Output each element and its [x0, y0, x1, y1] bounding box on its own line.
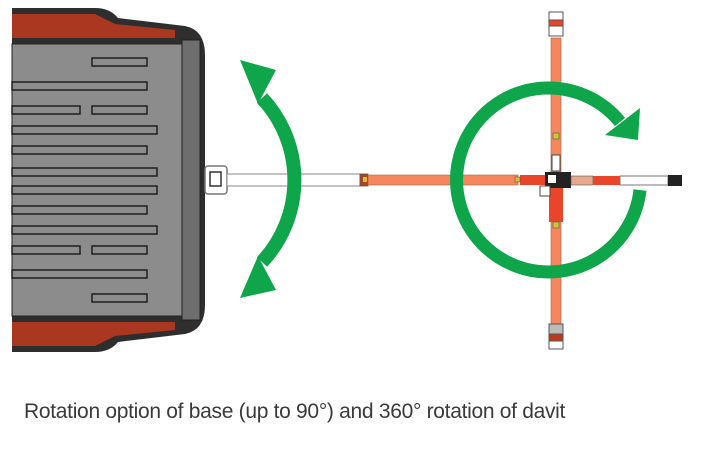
outrigger-foot-top — [548, 11, 564, 37]
tire-top — [12, 14, 175, 38]
davit-arm-tip — [619, 175, 669, 186]
davit-rotation-diagram — [11, 8, 682, 352]
base-boom — [226, 173, 519, 187]
davit-rotation-arrow-icon — [450, 81, 647, 279]
tire-bottom — [12, 322, 175, 346]
davit-assembly — [514, 11, 682, 350]
bed-ribs — [11, 57, 158, 303]
base-rotation-arrow-icon — [240, 60, 302, 298]
outrigger-foot-bottom — [548, 323, 564, 350]
mount-bracket — [204, 165, 228, 195]
figure-caption: Rotation option of base (up to 90°) and … — [24, 400, 566, 423]
bed-side-rail — [181, 39, 201, 321]
vehicle-bed — [11, 8, 228, 352]
bed-floor — [11, 43, 183, 317]
